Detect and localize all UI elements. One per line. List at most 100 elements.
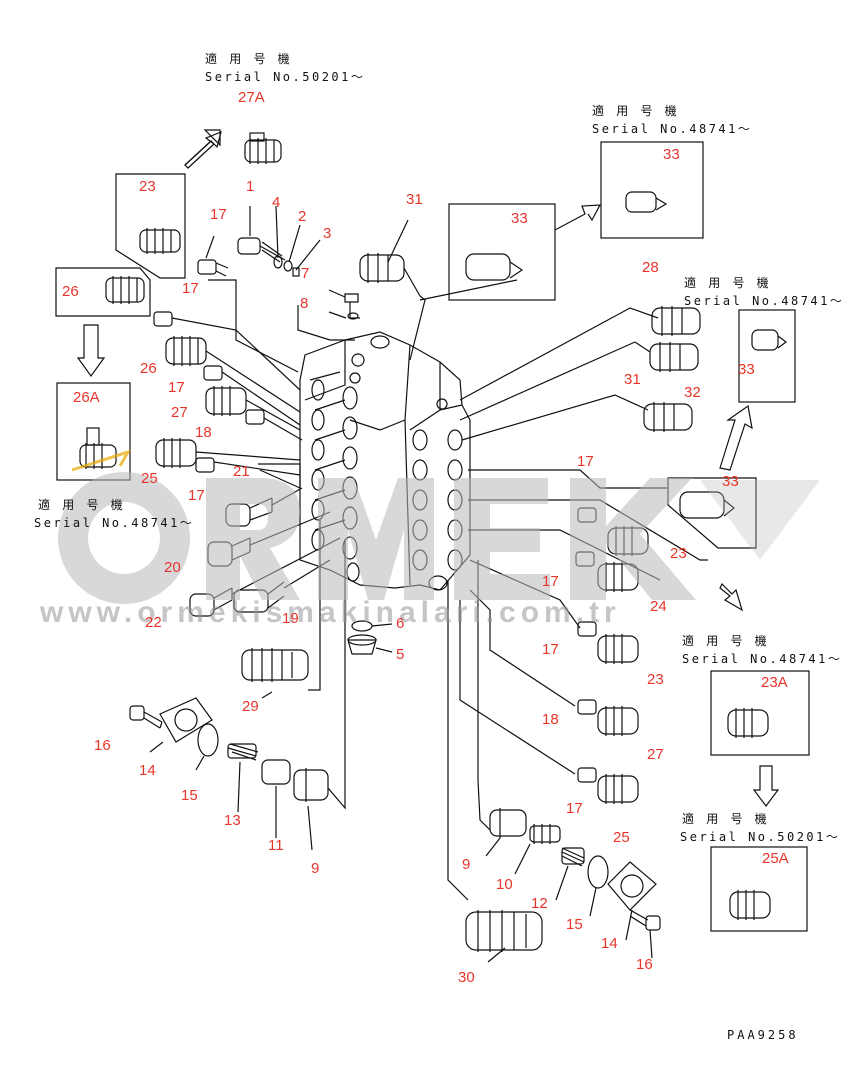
callout-23-box: 23 (139, 178, 156, 195)
callout-32: 32 (684, 384, 701, 401)
part-30-drawing (465, 910, 543, 952)
callout-28: 28 (642, 259, 659, 276)
callout-25-right: 25 (613, 829, 630, 846)
part-33-top-right-drawing (625, 191, 668, 213)
callout-12: 12 (531, 895, 548, 912)
part-11-left-drawing (261, 759, 291, 785)
part-14-left-drawing (159, 697, 213, 743)
callout-33-mid: 33 (722, 473, 739, 490)
callout-18: 18 (195, 424, 212, 441)
callout-7: 7 (301, 265, 310, 282)
callout-17-left2: 17 (188, 487, 205, 504)
watermark-logo (58, 472, 820, 604)
part-33-right-drawing (751, 329, 787, 351)
part-14-right-drawing (607, 861, 657, 911)
document-number: PAA9258 (727, 1028, 799, 1042)
serial-title-left-mid: 適 用 号 機 (38, 498, 126, 512)
part-33-center-drawing (465, 253, 524, 281)
callout-31-top: 31 (406, 191, 423, 208)
part-12-drawing (561, 847, 585, 867)
part-16-right-drawing (629, 909, 661, 931)
callout-15-right: 15 (566, 916, 583, 933)
callout-9-left: 9 (311, 860, 320, 877)
part-25-right-drawing (597, 774, 639, 804)
callout-26: 26 (140, 360, 157, 377)
serial-title-top-left: 適 用 号 機 (205, 52, 293, 66)
part-31-right-drawing (649, 342, 699, 372)
part-23-right2-drawing (597, 634, 639, 664)
callout-13: 13 (224, 812, 241, 829)
part-27A-drawing (244, 132, 282, 164)
serial-title-top-right: 適 用 号 機 (592, 104, 680, 118)
callout-30: 30 (458, 969, 475, 986)
part-31-top-drawing (359, 253, 421, 297)
part-9-right-drawing (489, 808, 527, 838)
callout-25: 25 (141, 470, 158, 487)
serial-number-left-mid: Serial No.48741〜 (34, 516, 195, 530)
callout-31-right: 31 (624, 371, 641, 388)
part-28-drawing (651, 306, 701, 336)
callout-21: 21 (233, 463, 250, 480)
callout-19: 19 (282, 610, 299, 627)
callout-26-box: 26 (62, 283, 79, 300)
serial-number-top-left: Serial No.50201〜 (205, 70, 366, 84)
callout-24: 24 (650, 598, 667, 615)
part-26-box-drawing (105, 276, 145, 304)
callout-10: 10 (496, 876, 513, 893)
part-26-left-drawing (165, 336, 207, 366)
callout-33-box-center: 33 (511, 210, 528, 227)
callout-17-right: 17 (577, 453, 594, 470)
callout-16-right: 16 (636, 956, 653, 973)
callout-11: 11 (268, 837, 284, 854)
callout-14-left: 14 (139, 762, 156, 779)
callout-33-box-right: 33 (738, 361, 755, 378)
callout-23-right2: 23 (647, 671, 664, 688)
serial-number-top-right: Serial No.48741〜 (592, 122, 753, 136)
watermark-url: www.ormekismakinalari.com.tr (40, 596, 621, 629)
part-33-mid-drawing (679, 491, 735, 519)
callout-27-right: 27 (647, 746, 664, 763)
callout-17-top: 17 (210, 206, 227, 223)
callout-27: 27 (171, 404, 188, 421)
serial-title-right-upper: 適 用 号 機 (684, 276, 772, 290)
callout-26A: 26A (73, 389, 100, 406)
part-23A-drawing (727, 708, 769, 738)
part-29-drawing (241, 648, 309, 682)
callout-9-right: 9 (462, 856, 471, 873)
callout-20: 20 (164, 559, 181, 576)
part-25-left-drawing (155, 438, 197, 468)
part-27-right-drawing (597, 706, 639, 736)
part-27-left-drawing (205, 386, 247, 416)
serial-number-right-mid: Serial No.48741〜 (682, 652, 843, 666)
part-32-drawing (643, 402, 693, 432)
part-10-drawing (529, 824, 561, 844)
part-13-left-drawing (227, 743, 259, 761)
part-16-left-drawing (129, 705, 163, 729)
serial-number-right-upper: Serial No.48741〜 (684, 294, 845, 308)
callout-25A: 25A (762, 850, 789, 867)
serial-title-right-lower: 適 用 号 機 (682, 812, 770, 826)
callout-3: 3 (323, 225, 332, 242)
callout-23A: 23A (761, 674, 788, 691)
callout-17-right4: 17 (566, 800, 583, 817)
serial-number-right-lower: Serial No.50201〜 (680, 830, 841, 844)
callout-23-right: 23 (670, 545, 687, 562)
callout-6: 6 (396, 615, 405, 632)
part-25A-drawing (729, 890, 771, 920)
callout-4: 4 (272, 194, 281, 211)
callout-16-left: 16 (94, 737, 111, 754)
part-23-upper-drawing (139, 228, 181, 254)
callout-17-top2: 17 (182, 280, 199, 297)
callout-5: 5 (396, 646, 405, 663)
part-9-left-drawing (293, 768, 329, 802)
callout-14-right: 14 (601, 935, 618, 952)
callout-27A: 27A (238, 89, 265, 106)
callout-15-left: 15 (181, 787, 198, 804)
callout-29: 29 (242, 698, 259, 715)
callout-1: 1 (246, 178, 255, 195)
callout-17-left: 17 (168, 379, 185, 396)
callout-17-right2: 17 (542, 573, 559, 590)
callout-17-right3: 17 (542, 641, 559, 658)
